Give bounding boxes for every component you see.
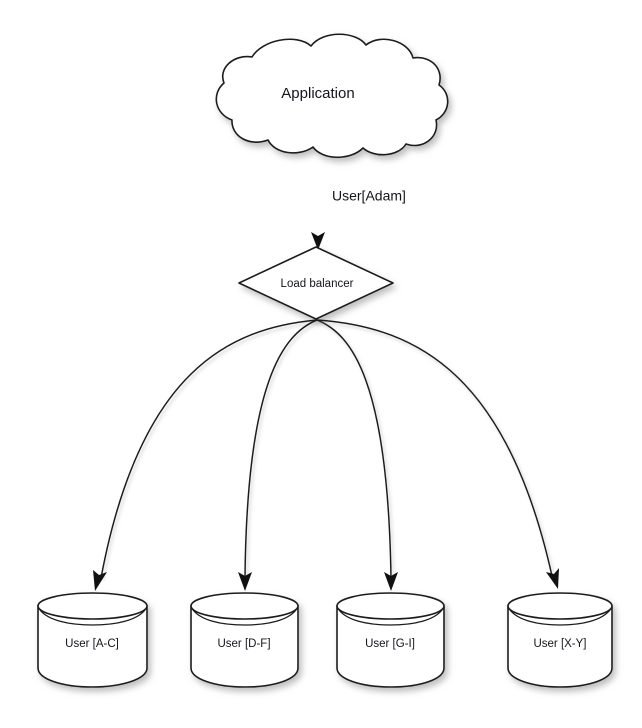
database-4-rim <box>509 609 611 626</box>
edge-line-lb-db4 <box>316 319 553 577</box>
node-database-4[interactable]: User [X-Y] <box>507 592 613 688</box>
edge-line-lb-db1 <box>100 319 318 579</box>
database-3-top <box>336 592 445 620</box>
arrowhead-lb-db2 <box>238 572 252 591</box>
database-1-rim <box>39 609 146 626</box>
database-4-label: User [X-Y] <box>533 638 586 650</box>
edge-lb-to-db-4 <box>316 319 559 589</box>
database-3-body <box>336 605 445 688</box>
database-2-top <box>190 592 299 620</box>
node-database-1[interactable]: User [A-C] <box>37 592 148 688</box>
node-database-2[interactable]: User [D-F] <box>190 592 299 688</box>
edge-lb-to-db-3 <box>316 319 398 591</box>
database-4-body <box>507 605 613 688</box>
load-balancer-diamond <box>238 246 394 320</box>
arrowhead-lb-db4 <box>546 568 559 589</box>
database-1-label: User [A-C] <box>65 638 119 650</box>
database-1-body <box>37 605 148 688</box>
edge-label-user-adam: User[Adam] <box>332 188 406 204</box>
node-load-balancer[interactable]: Load balancer <box>238 246 394 320</box>
edge-application-to-load-balancer: User[Adam] <box>311 152 406 250</box>
node-database-3[interactable]: User [G-I] <box>336 592 445 688</box>
database-2-rim <box>192 609 297 626</box>
database-4-top <box>507 592 613 620</box>
edge-lb-to-db-2 <box>238 319 318 591</box>
node-application[interactable]: Application <box>215 33 449 159</box>
edge-line-lb-db3 <box>316 319 392 579</box>
application-label: Application <box>281 85 354 102</box>
arrowhead-app-lb <box>311 232 325 250</box>
database-3-label: User [G-I] <box>365 638 415 650</box>
database-2-body <box>190 605 299 688</box>
load-balancer-label: Load balancer <box>281 278 354 290</box>
database-2-label: User [D-F] <box>217 638 270 650</box>
edge-line-lb-db2 <box>244 319 318 579</box>
arrowhead-lb-db3 <box>384 572 398 591</box>
edge-lb-to-db-1 <box>93 319 318 591</box>
database-3-rim <box>338 609 443 626</box>
arrowhead-lb-db1 <box>93 570 107 591</box>
database-1-top <box>37 592 148 620</box>
